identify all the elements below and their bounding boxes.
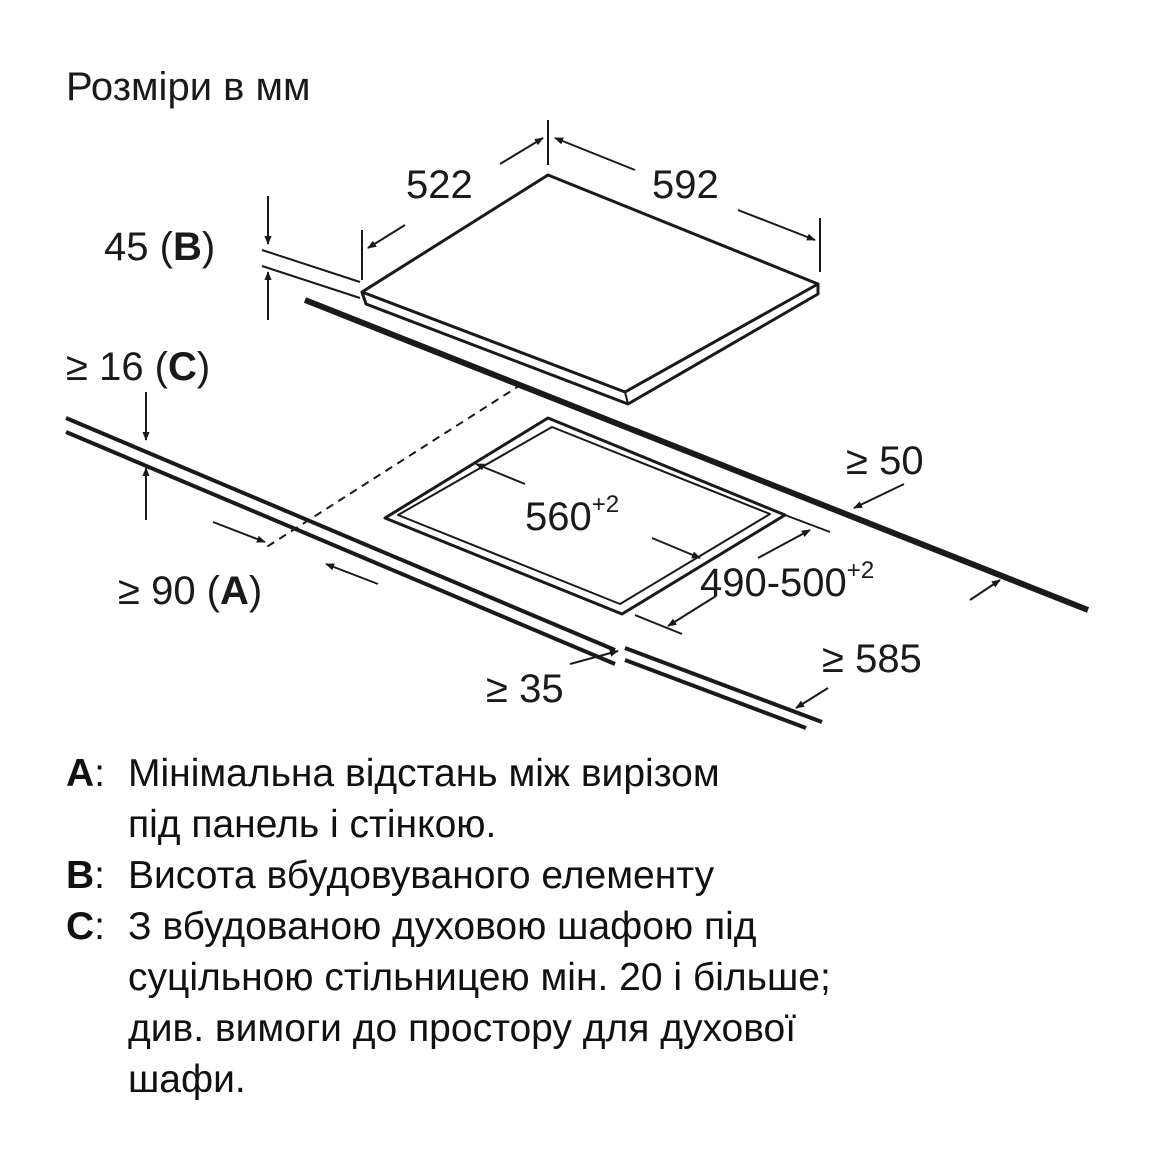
dimension-front-gap-label: ≥ 35: [486, 667, 564, 711]
legend-line: шафи.: [128, 1058, 246, 1101]
dimension-wall: ≥ 90 (A): [118, 521, 379, 613]
dimension-cutout-depth-label: 490-500+2: [700, 557, 874, 605]
legend-key: A: [66, 752, 95, 795]
dimension-wall-label: ≥ 90 (A): [118, 569, 262, 613]
cooktop-top-surface: [360, 173, 820, 394]
cutout-inner: [397, 426, 771, 605]
dimension-width: 592: [554, 137, 821, 272]
dimension-depth: 522: [361, 120, 549, 280]
legend-line: див. вимоги до простору для духової: [128, 1007, 797, 1050]
dimension-worktop-depth-label: ≥ 585: [822, 637, 922, 681]
legend-line: Висота вбудовуваного елементу: [128, 854, 715, 897]
dimension-height-label: 45 (B): [104, 225, 215, 269]
dimension-cutout-depth: 490-500+2: [634, 514, 874, 635]
cooktop-front-line: [624, 391, 629, 405]
cooktop-front-edge: [360, 284, 820, 406]
legend-line: суцільною стільницею мін. 20 і більше;: [128, 956, 831, 999]
worktop-front-edge-bottom: [65, 430, 616, 666]
legend-line: Мінімальна відстань між вирізом: [128, 752, 720, 795]
dimension-width-label: 592: [652, 163, 719, 207]
worktop-front-edge-bottom-right: [624, 658, 807, 730]
legend-line: під панель і стінкою.: [128, 803, 497, 846]
worktop-front-edge-top: [65, 416, 616, 652]
legend: A: Мінімальна відстань між вирізом під п…: [66, 748, 1126, 1105]
dimension-under-label: ≥ 16 (C): [66, 345, 210, 389]
legend-item-b: B: Висота вбудовуваного елементу: [66, 850, 1126, 901]
dimension-front-gap: ≥ 35: [486, 649, 619, 711]
dimension-depth-label: 522: [406, 163, 473, 207]
dimension-cutout-width: 560+2: [475, 463, 701, 559]
dimension-rear-gap: ≥ 50: [846, 439, 924, 509]
worktop-rear-edge: [303, 297, 1090, 613]
diagram-title: Розміри в мм: [66, 65, 311, 109]
cooktop: [360, 173, 820, 406]
worktop-front-edge-top-right: [624, 646, 823, 724]
dimension-worktop-depth: ≥ 585: [795, 579, 1001, 709]
dimension-rear-gap-label: ≥ 50: [846, 439, 924, 483]
dimension-under: ≥ 16 (C): [66, 345, 210, 520]
legend-line: З вбудованою духовою шафою під: [128, 905, 757, 948]
projection-dashed-line: [264, 383, 523, 549]
legend-key: C: [66, 905, 95, 948]
dimension-cutout-width-label: 560+2: [525, 491, 619, 539]
legend-item-c: C: З вбудованою духовою шафою під суціль…: [66, 901, 1126, 1105]
dimension-height: 45 (B): [104, 196, 361, 320]
legend-key: B: [66, 854, 95, 897]
legend-item-a: A: Мінімальна відстань між вирізом під п…: [66, 748, 1126, 850]
